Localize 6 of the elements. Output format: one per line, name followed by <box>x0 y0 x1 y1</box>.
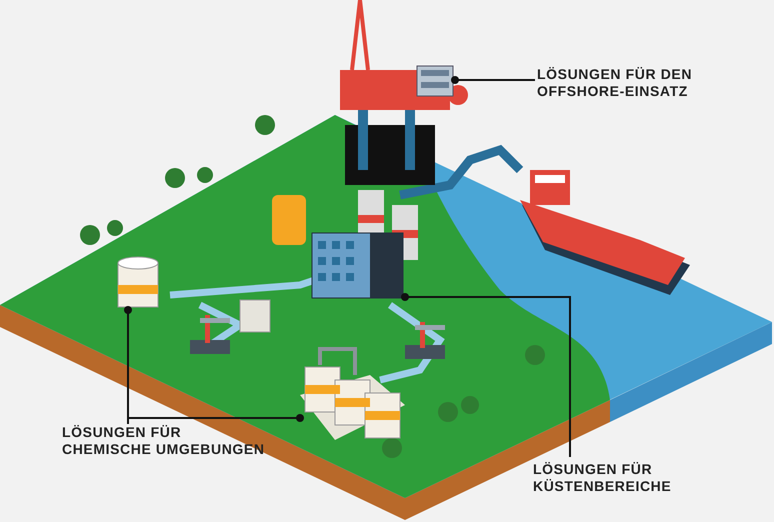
storage-tank-drawing <box>116 255 160 310</box>
leader-line <box>127 414 304 424</box>
callout-label: LÖSUNGEN FÜR CHEMISCHE UMGEBUNGEN <box>62 424 272 458</box>
callout-label: LÖSUNGEN FÜR DEN OFFSHORE-EINSATZ <box>537 66 697 100</box>
leader-line <box>451 76 535 84</box>
callout-label: LÖSUNGEN FÜR KÜSTENBEREICHE <box>533 461 668 495</box>
